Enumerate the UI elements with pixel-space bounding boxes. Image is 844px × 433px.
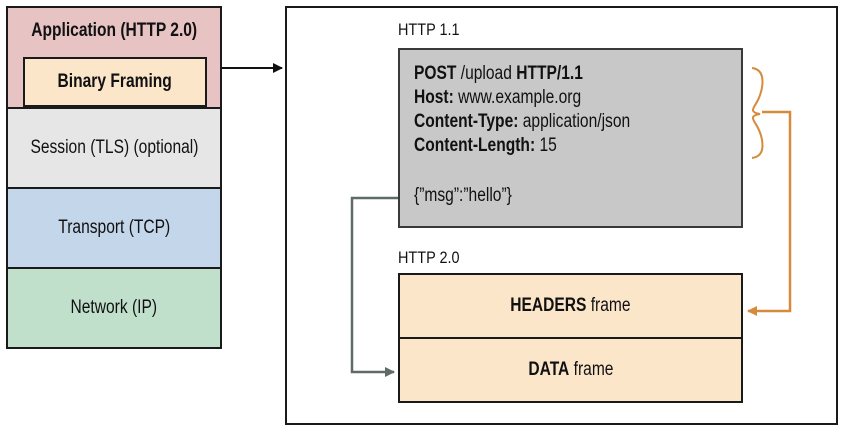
binary-framing-layer: Binary Framing	[23, 57, 207, 107]
data-frame: DATA frame	[398, 337, 743, 403]
http20-label: HTTP 2.0	[398, 248, 460, 267]
network-layer-label: Network (IP)	[70, 297, 158, 318]
http11-request-box: POST /upload HTTP/1.1 Host: www.example.…	[398, 48, 743, 228]
session-layer: Session (TLS) (optional)	[6, 107, 222, 189]
session-layer-label: Session (TLS) (optional)	[30, 137, 198, 158]
content-type-header: Content-Type: application/json	[414, 111, 631, 132]
transport-layer-label: Transport (TCP)	[58, 217, 170, 238]
network-layer: Network (IP)	[6, 267, 222, 349]
headers-frame: HEADERS frame	[398, 273, 743, 339]
body-connector	[350, 196, 398, 377]
content-length-header: Content-Length: 15	[414, 135, 557, 156]
application-layer-label: Application (HTTP 2.0)	[31, 20, 197, 41]
http11-label: HTTP 1.1	[398, 20, 460, 39]
host-header: Host: www.example.org	[414, 87, 582, 108]
request-body: {”msg”:”hello”}	[414, 185, 512, 206]
headers-connector	[747, 110, 792, 316]
headers-brace	[751, 67, 764, 159]
request-line: POST /upload HTTP/1.1	[414, 63, 583, 84]
binary-framing-label: Binary Framing	[57, 71, 173, 92]
